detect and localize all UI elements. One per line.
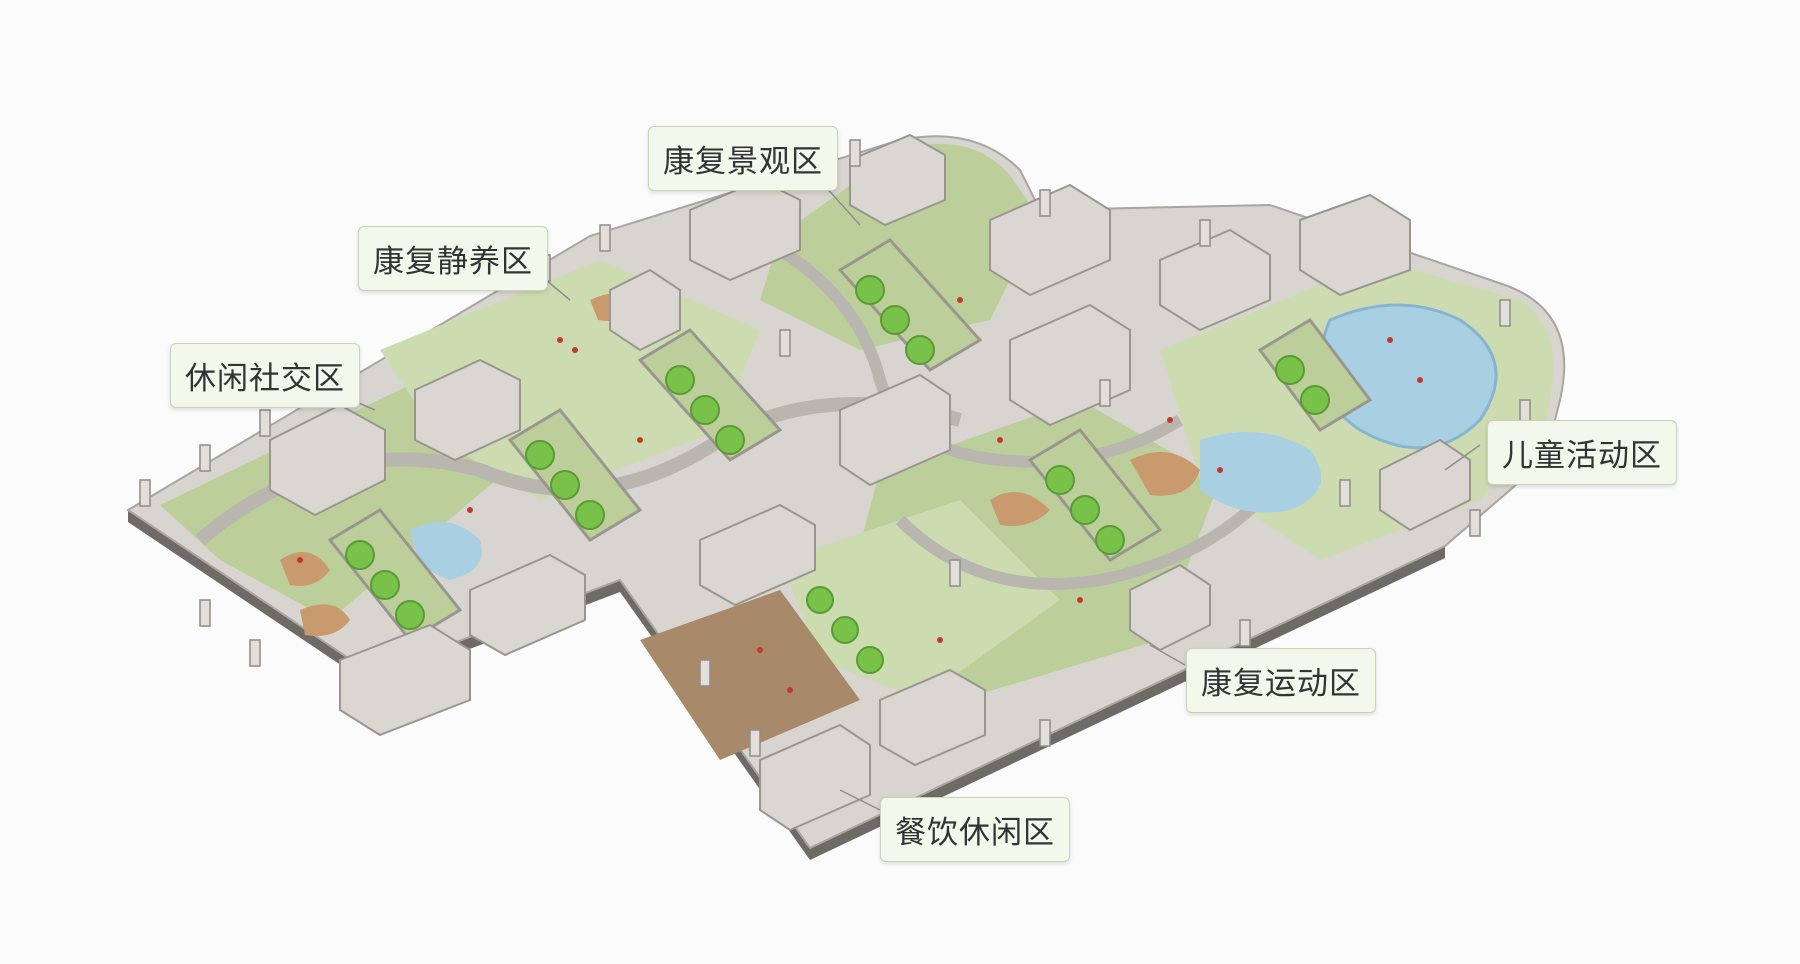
label-quiet-zone: 康复静养区 <box>358 226 548 291</box>
garden-strip <box>837 238 983 372</box>
label-social-zone: 休闲社交区 <box>170 343 360 408</box>
wood-deck <box>300 604 350 636</box>
play-area <box>1200 432 1322 513</box>
play-area <box>410 522 482 580</box>
trees <box>345 275 1330 674</box>
walking-path <box>895 495 1265 590</box>
label-dining-zone: 餐饮休闲区 <box>880 797 1070 862</box>
label-children-zone: 儿童活动区 <box>1487 420 1677 485</box>
dining-terrace <box>640 590 860 760</box>
wood-deck <box>280 552 330 586</box>
people <box>297 297 1423 693</box>
garden-strip <box>1027 428 1163 562</box>
garden-strip <box>1257 318 1373 432</box>
label-landscape-zone: 康复景观区 <box>648 126 838 191</box>
wood-deck <box>1130 452 1200 496</box>
label-exercise-zone: 康复运动区 <box>1186 648 1376 713</box>
lawn-dining <box>780 500 1060 700</box>
garden-strip <box>637 328 783 462</box>
wood-deck <box>990 492 1050 526</box>
